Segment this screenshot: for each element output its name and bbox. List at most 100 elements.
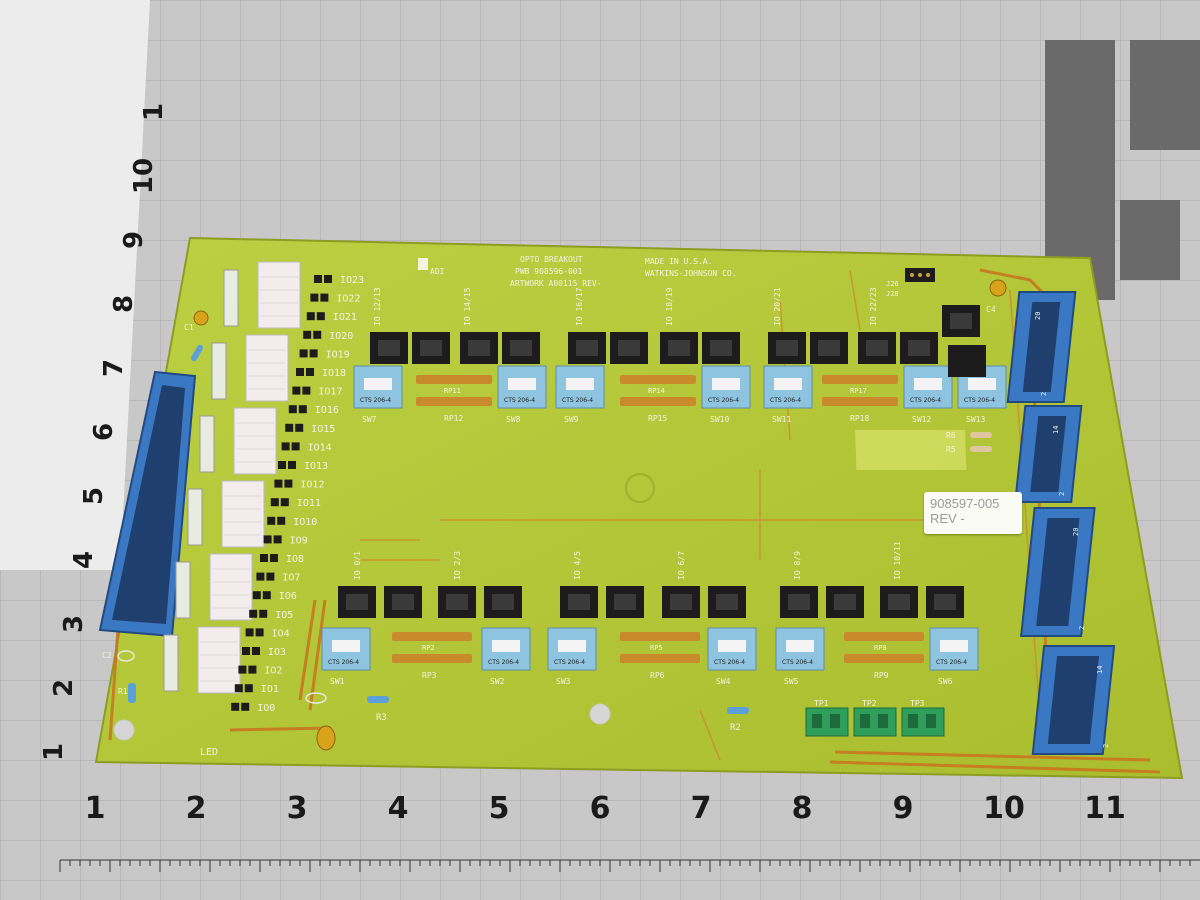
switch-label: SW4 — [716, 677, 731, 686]
ruler-bottom-number: 8 — [792, 791, 813, 826]
io-group-label: IO 6/7 — [677, 551, 686, 580]
terminal-block: TP2 — [853, 699, 897, 737]
sticker-part-number: 908597-005 — [930, 496, 1000, 511]
io-group-label: IO 22/23 — [869, 287, 878, 326]
io-label: IO3 — [268, 647, 286, 658]
io-label: IO10 — [293, 517, 317, 528]
switch-label: SW9 — [564, 415, 579, 424]
ic-socket — [780, 586, 818, 618]
svg-text:CTS 206-4: CTS 206-4 — [328, 659, 359, 666]
ic-socket — [702, 332, 740, 364]
rp-label: RP3 — [422, 671, 437, 680]
ic-socket — [568, 332, 606, 364]
ruler-left-number: 10 — [129, 158, 159, 194]
socket-extra — [942, 305, 986, 377]
io-label: IO7 — [282, 573, 300, 584]
switch-label: SW5 — [784, 677, 799, 686]
io-label: IO23 — [340, 275, 364, 286]
logo-text: ADI — [430, 267, 445, 276]
io-label: IO6 — [279, 591, 297, 602]
ruler-bottom-number: 7 — [691, 791, 712, 826]
ic-socket — [484, 586, 522, 618]
io-label: IO1 — [261, 684, 279, 695]
led-bar-display — [175, 553, 253, 621]
board-title-line: OPTO BREAKOUT — [520, 255, 583, 264]
connector-pin-label: 14 — [1096, 666, 1104, 674]
mat-white-margin — [0, 0, 150, 570]
rp-label: RP18 — [850, 414, 869, 423]
terminal-block: TP3 — [901, 699, 945, 737]
ic-socket — [502, 332, 540, 364]
rp-label-small: RP2 — [422, 644, 435, 652]
c1-label: C1 — [184, 323, 194, 332]
io-group-label: IO 18/19 — [665, 287, 674, 326]
io-label: IO0 — [257, 703, 275, 714]
ruler-bottom-number: 9 — [893, 791, 914, 826]
ic-socket — [662, 586, 700, 618]
io-label: IO21 — [333, 312, 357, 323]
svg-text:CTS 206-4: CTS 206-4 — [562, 397, 593, 404]
io-label: IO17 — [318, 387, 342, 398]
connector-pin-label: 2 — [1078, 626, 1086, 630]
svg-text:CTS 206-4: CTS 206-4 — [554, 659, 585, 666]
c4-label: C4 — [986, 305, 996, 314]
terminal-label: TP3 — [910, 699, 925, 708]
ic-socket — [460, 332, 498, 364]
io-group-label: IO 20/21 — [773, 287, 782, 326]
switch-label: SW13 — [966, 415, 985, 424]
rp-label: RP9 — [874, 671, 889, 680]
io-group-label: IO 12/13 — [373, 287, 382, 326]
ruler-bottom-number: 4 — [388, 791, 409, 826]
connector-pin-label: 2 — [1058, 492, 1066, 496]
ruler-bottom-number: 1 — [85, 791, 106, 826]
io-group-label: IO 16/17 — [575, 287, 584, 326]
svg-text:CTS 206-4: CTS 206-4 — [782, 659, 813, 666]
rp-label-small: RP8 — [874, 644, 887, 652]
led-bar-display — [163, 626, 241, 694]
switch-label: SW2 — [490, 677, 505, 686]
io-group-label: IO 14/15 — [463, 287, 472, 326]
io-group-label: IO 0/1 — [353, 551, 362, 580]
ruler-left-number: 7 — [99, 359, 129, 377]
led-bar-display — [211, 334, 289, 402]
board-maker-line: WATKINS-JOHNSON CO. — [645, 269, 737, 278]
io-group-label: IO 4/5 — [573, 551, 582, 580]
ic-socket — [768, 332, 806, 364]
connector-pin-label: 2 — [1040, 392, 1048, 396]
ic-socket — [338, 586, 376, 618]
ruler-bottom-number: 11 — [1084, 791, 1126, 826]
svg-text:CTS 206-4: CTS 206-4 — [770, 397, 801, 404]
resistors — [128, 344, 992, 714]
r5-label: R5 — [946, 445, 956, 454]
connector-pin-label: 2 — [1102, 744, 1110, 748]
r3-label: R3 — [376, 713, 387, 723]
io-label: IO13 — [304, 461, 328, 472]
svg-text:CTS 206-4: CTS 206-4 — [964, 397, 995, 404]
io-labels: IO23IO22IO21IO20IO19IO18IO17IO16IO15IO14… — [257, 275, 364, 714]
ruler-left-number: 2 — [49, 679, 79, 697]
capacitors — [117, 279, 1007, 751]
ic-socket — [660, 332, 698, 364]
led-bar-display — [223, 261, 301, 329]
led-bar-displays — [163, 261, 301, 694]
io-label: IO8 — [286, 554, 304, 565]
